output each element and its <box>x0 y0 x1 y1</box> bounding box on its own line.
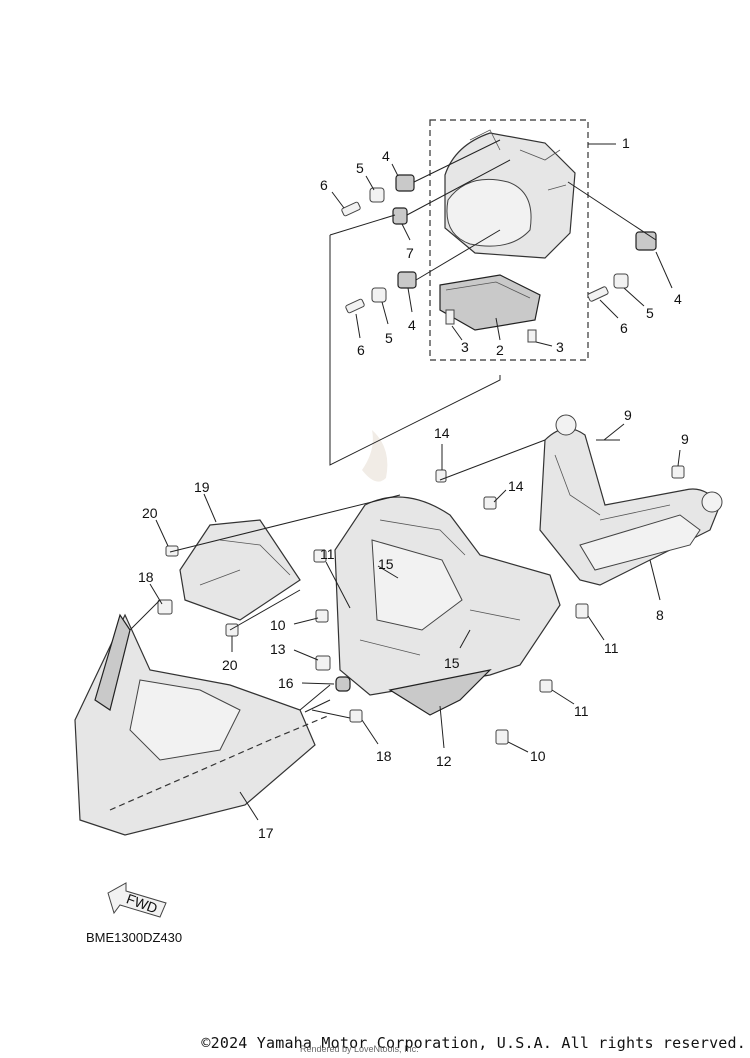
callout-20a: 20 <box>142 505 158 521</box>
callout-6a: 6 <box>320 177 328 193</box>
callout-6c: 6 <box>620 320 628 336</box>
watermark <box>362 430 388 482</box>
mounting-hardware-right <box>587 231 657 302</box>
leader-lines-headlight <box>329 139 657 466</box>
copyright-notice: ©2024 Yamaha Motor Corporation, U.S.A. A… <box>201 1034 746 1052</box>
callout-11b: 11 <box>604 640 619 656</box>
inner-cowling-panel <box>313 469 561 745</box>
callout-13: 13 <box>270 641 286 657</box>
callout-20b: 20 <box>222 657 238 673</box>
callouts: 1 2 3 3 4 4 4 5 5 5 6 6 6 7 8 <box>138 135 689 841</box>
callout-7: 7 <box>406 245 414 261</box>
callout-10b: 10 <box>530 748 546 764</box>
callout-14a: 14 <box>434 425 450 441</box>
rendered-by-notice: Rendered by LoveNtools, Inc. <box>300 1044 419 1054</box>
callout-11c: 11 <box>574 703 589 719</box>
callout-14b: 14 <box>508 478 524 494</box>
callout-15a: 15 <box>378 556 394 572</box>
assembly-lines <box>129 439 620 719</box>
callout-8: 8 <box>656 607 664 623</box>
callout-3b: 3 <box>556 339 564 355</box>
fwd-label: FWD <box>124 890 159 916</box>
callout-9b: 9 <box>681 431 689 447</box>
callout-17: 17 <box>258 825 274 841</box>
side-light-assembly <box>539 414 723 619</box>
callout-5c: 5 <box>646 305 654 321</box>
callout-1: 1 <box>622 135 630 151</box>
callout-4a: 4 <box>382 148 390 164</box>
callout-12: 12 <box>436 753 452 769</box>
callout-4b: 4 <box>408 317 416 333</box>
upper-cover <box>157 519 301 637</box>
callout-11a: 11 <box>320 546 335 562</box>
callout-16: 16 <box>278 675 294 691</box>
callout-2: 2 <box>496 342 504 358</box>
fwd-arrow-icon: FWD <box>107 882 167 918</box>
callout-9a: 9 <box>624 407 632 423</box>
mounting-hardware-left <box>341 174 417 314</box>
callout-19: 19 <box>194 479 210 495</box>
front-cowling <box>74 613 331 836</box>
callout-5a: 5 <box>356 160 364 176</box>
callout-10a: 10 <box>270 617 286 633</box>
callout-4c: 4 <box>674 291 682 307</box>
callout-3a: 3 <box>461 339 469 355</box>
callout-15b: 15 <box>444 655 460 671</box>
callout-5b: 5 <box>385 330 393 346</box>
callout-18a: 18 <box>138 569 154 585</box>
headlight-assembly <box>429 119 589 361</box>
callout-6b: 6 <box>357 342 365 358</box>
diagram-code: BME1300DZ430 <box>86 930 183 945</box>
callout-18b: 18 <box>376 748 392 764</box>
